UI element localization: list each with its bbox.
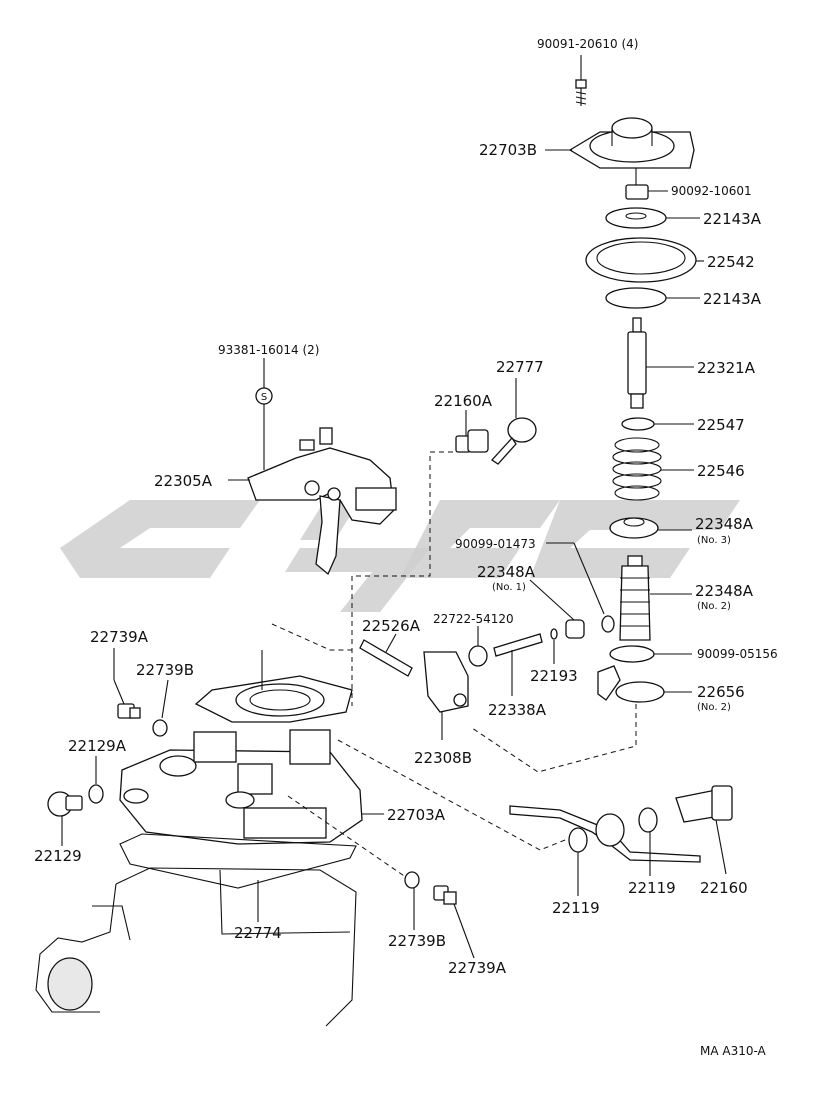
bolt-22739A-lower <box>433 885 457 905</box>
clip-22193 <box>550 628 558 640</box>
label-22129A: 22129A <box>68 737 127 755</box>
injection-pump-body <box>35 867 357 1027</box>
shaft-22338A <box>493 633 543 657</box>
label-22739B-upper: 22739B <box>136 661 194 679</box>
label-22739B-lower: 22739B <box>388 932 446 950</box>
label-22321A: 22321A <box>697 359 756 377</box>
label-22703B: 22703B <box>479 141 537 159</box>
label-22739A-lower: 22739A <box>448 959 507 977</box>
label-22739A-upper: 22739A <box>90 628 149 646</box>
label-22547: 22547 <box>697 416 745 434</box>
label-93381-16014: 93381-16014 (2) <box>218 343 320 357</box>
valve-22777 <box>491 417 537 465</box>
cover-22703B <box>568 117 695 169</box>
ring-22547 <box>621 417 655 431</box>
pin-22526A <box>359 639 413 677</box>
banjo-pipe <box>509 805 701 863</box>
label-90099-05156: 90099-05156 <box>697 647 778 661</box>
label-22119-right: 22119 <box>628 879 676 897</box>
label-22119-left: 22119 <box>552 899 600 917</box>
boot-22348A-no2 <box>619 555 651 641</box>
block-22308B <box>423 651 469 713</box>
label-22703A: 22703A <box>387 806 446 824</box>
bolt-90091 <box>575 79 587 106</box>
label-22348A-no3: 22348A <box>695 515 754 533</box>
label-22722-54120: 22722-54120 <box>433 612 514 626</box>
label-22160: 22160 <box>700 879 748 897</box>
label-22305A: 22305A <box>154 472 213 490</box>
label-no2-b: (No. 2) <box>697 702 731 713</box>
rod-22321A <box>627 317 647 409</box>
label-22777: 22777 <box>496 358 544 376</box>
label-no1: (No. 1) <box>492 582 526 593</box>
bracket-22656 <box>597 665 665 703</box>
label-22143A-upper: 22143A <box>703 210 762 228</box>
label-22308B: 22308B <box>414 749 472 767</box>
label-22338A: 22338A <box>488 701 547 719</box>
gasket-22774 <box>119 833 357 889</box>
plug-22129 <box>47 791 83 817</box>
plug-22160A <box>455 429 489 453</box>
diaphragm-22542 <box>585 237 697 283</box>
label-22193: 22193 <box>530 667 578 685</box>
sleeve-22348A-no1 <box>565 619 585 639</box>
spring-22546 <box>612 437 662 501</box>
washer-22129A <box>88 784 104 804</box>
nut-90092 <box>625 184 649 200</box>
label-22348A-no2: 22348A <box>695 582 754 600</box>
s-marker: S <box>255 387 273 405</box>
label-no2-a: (No. 2) <box>697 601 731 612</box>
label-22774: 22774 <box>234 924 282 942</box>
lever-bracket-22305A <box>247 427 397 576</box>
label-22542: 22542 <box>707 253 755 271</box>
bushing-22722 <box>468 645 488 667</box>
clip-90099-05156 <box>609 645 655 663</box>
label-22129: 22129 <box>34 847 82 865</box>
label-22348A-no1: 22348A <box>477 563 536 581</box>
banjo-bolt-22160 <box>675 785 733 823</box>
governor-housing-22703A <box>119 675 363 845</box>
washer-22119-left <box>568 827 588 853</box>
label-90092-10601: 90092-10601 <box>671 184 752 198</box>
label-22656: 22656 <box>697 683 745 701</box>
retainer-22143A-upper <box>605 207 667 229</box>
washer-22739B-lower <box>404 871 420 889</box>
label-22546: 22546 <box>697 462 745 480</box>
label-90099-01473: 90099-01473 <box>455 537 536 551</box>
seat-22348A-no3 <box>609 517 659 539</box>
washer-22119-right <box>638 807 658 833</box>
retainer-22143A-lower <box>605 287 667 309</box>
washer-22739B-upper <box>152 719 168 737</box>
label-22160A: 22160A <box>434 392 493 410</box>
diagram-reference-code: MA A310-A <box>700 1044 767 1058</box>
label-22526A: 22526A <box>362 617 421 635</box>
label-22143A-lower: 22143A <box>703 290 762 308</box>
s-marker-text: S <box>261 392 267 403</box>
label-90091-20610: 90091-20610 (4) <box>537 37 639 51</box>
bolt-22739A-upper <box>117 703 141 719</box>
ring-90099-01473 <box>601 615 615 633</box>
label-no3: (No. 3) <box>697 535 731 546</box>
